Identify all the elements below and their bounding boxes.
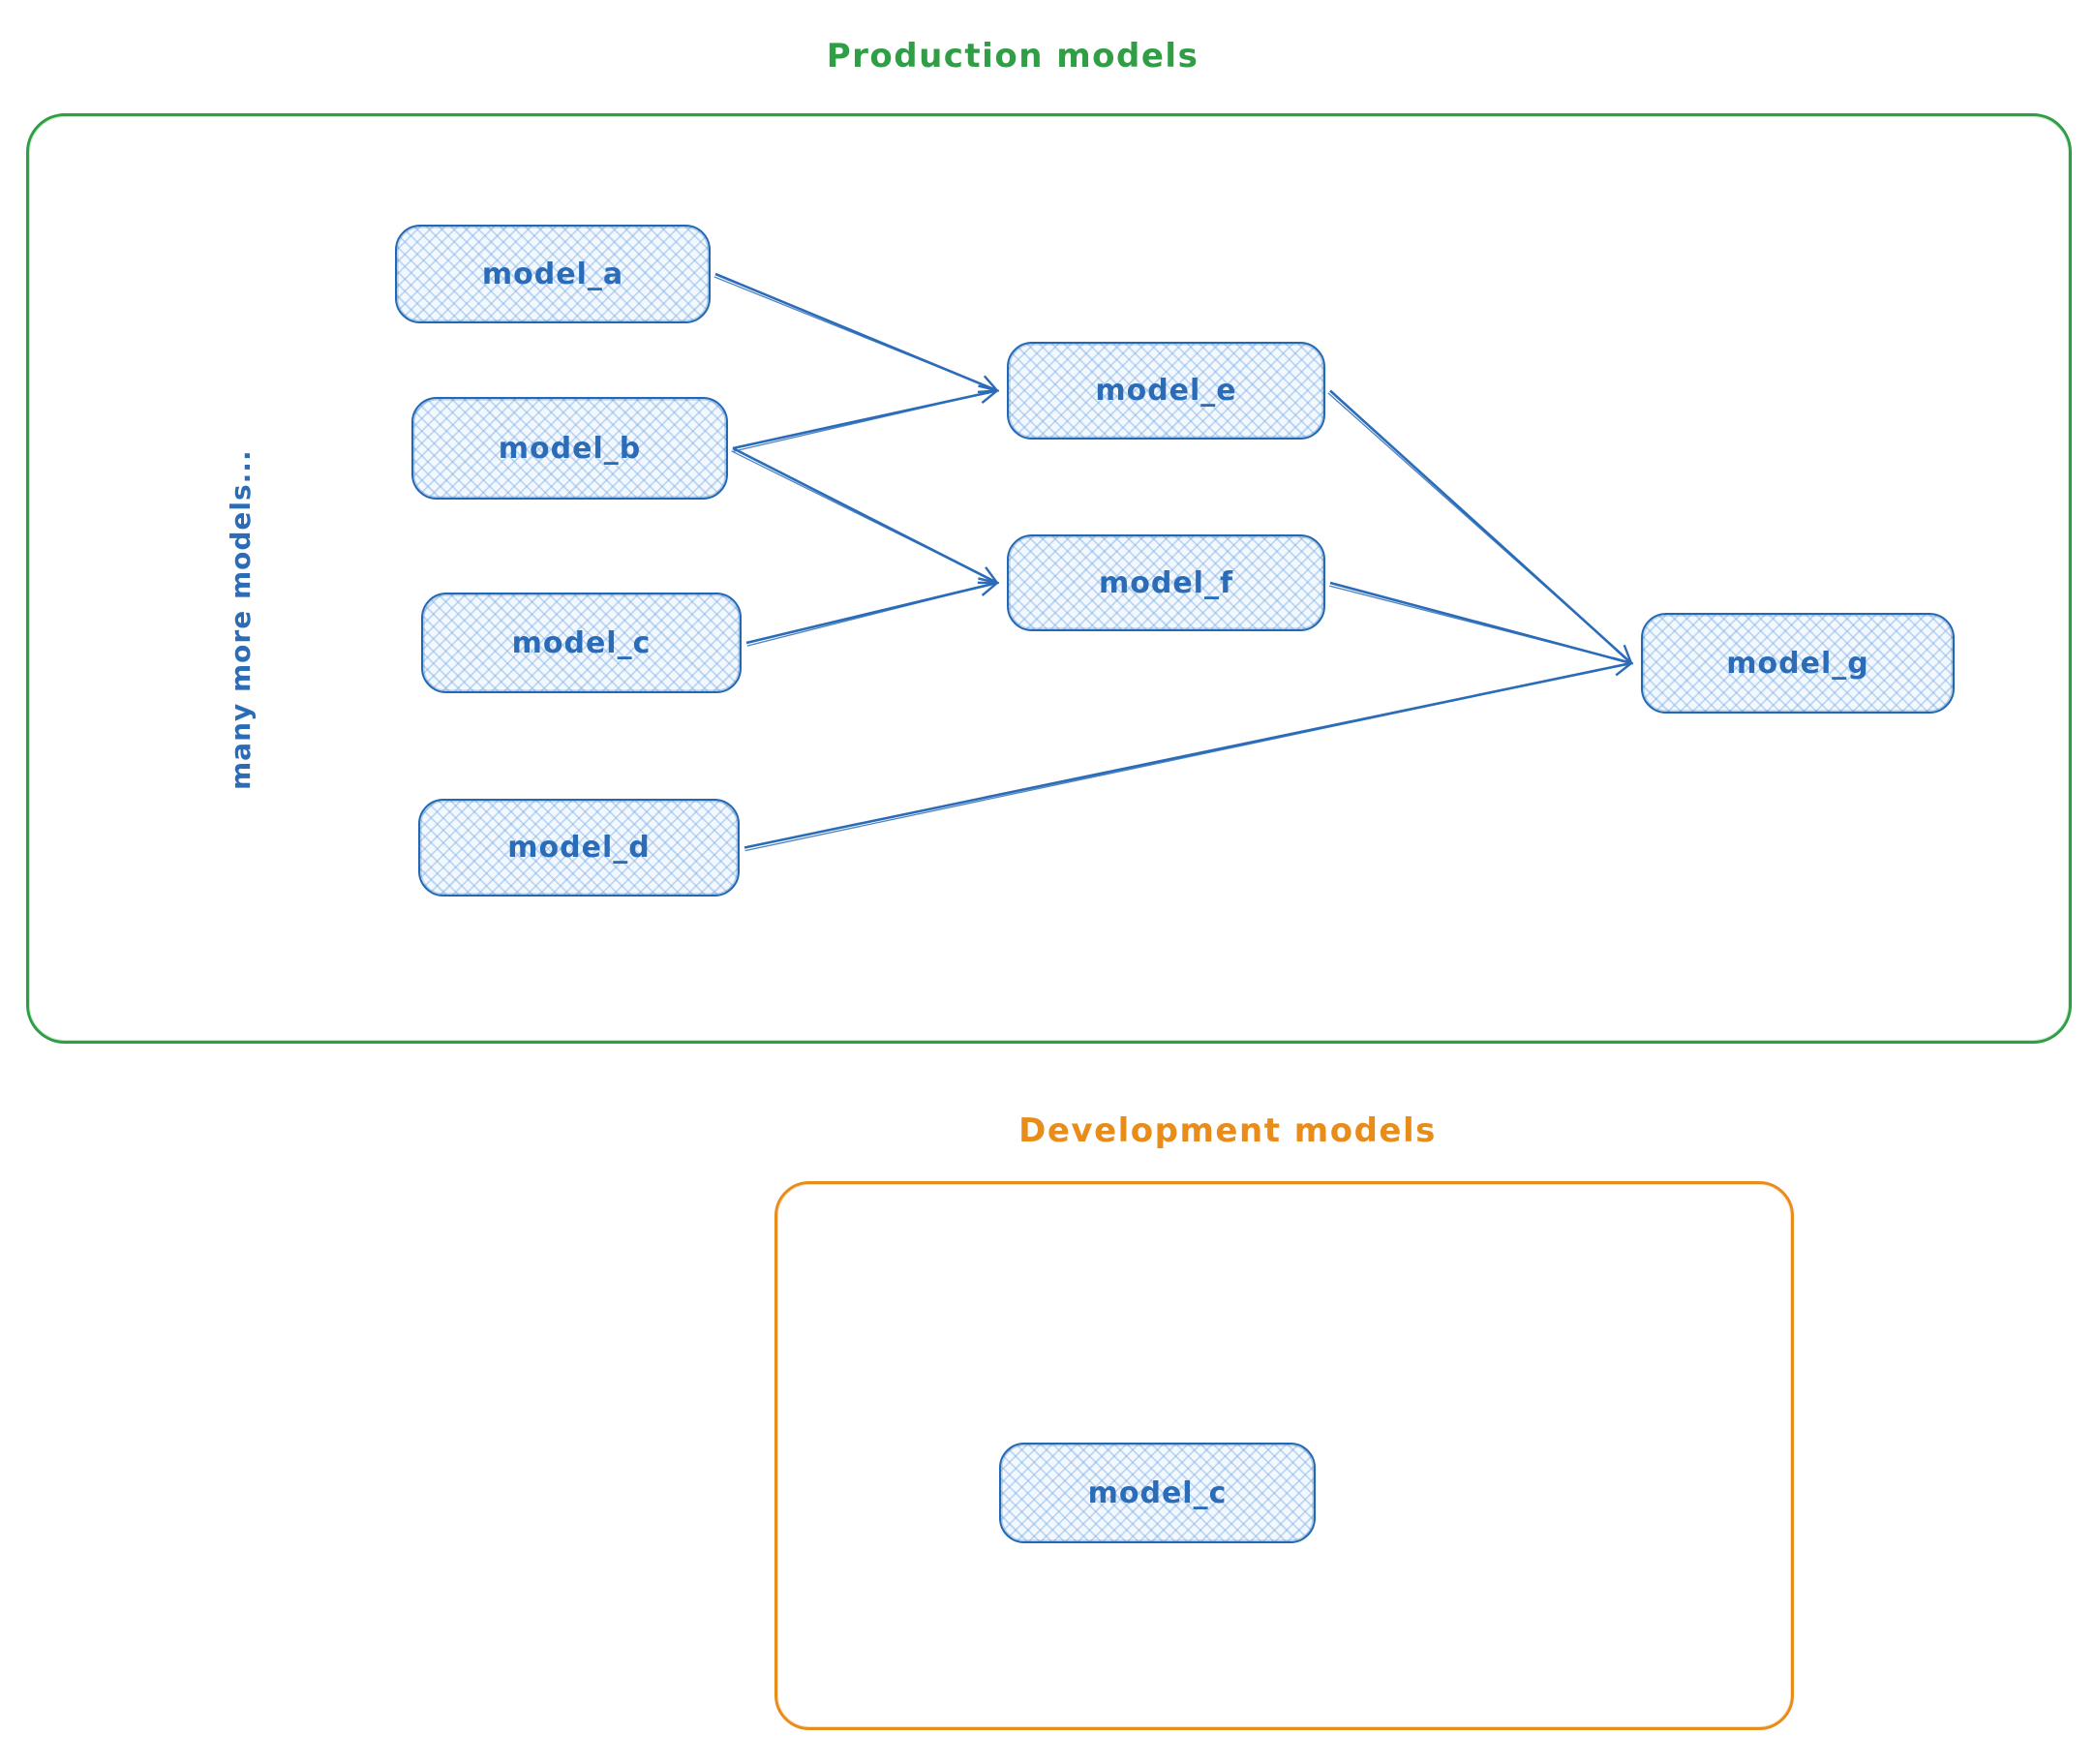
node-model-e-label: model_e (1095, 374, 1237, 408)
production-group-title: Production models (826, 37, 1199, 76)
node-dev-model-c-label: model_c (1087, 1475, 1228, 1510)
node-dev-model-c[interactable]: model_c (999, 1443, 1316, 1543)
node-model-f[interactable]: model_f (1007, 534, 1325, 631)
node-model-c[interactable]: model_c (421, 593, 742, 693)
node-model-a[interactable]: model_a (395, 225, 711, 323)
node-model-g[interactable]: model_g (1641, 613, 1955, 714)
many-more-models-label: many more models... (225, 449, 257, 790)
node-model-d-label: model_d (507, 831, 651, 865)
production-group-box[interactable] (26, 113, 2072, 1044)
node-model-b-label: model_b (498, 431, 642, 466)
development-group-title: Development models (1018, 1111, 1437, 1150)
node-model-b[interactable]: model_b (411, 397, 728, 500)
development-group-box[interactable] (774, 1181, 1794, 1730)
node-model-g-label: model_g (1726, 646, 1869, 681)
node-model-a-label: model_a (481, 257, 624, 291)
node-model-c-label: model_c (511, 625, 652, 660)
node-model-e[interactable]: model_e (1007, 342, 1325, 440)
node-model-f-label: model_f (1098, 565, 1234, 600)
node-model-d[interactable]: model_d (418, 799, 740, 897)
